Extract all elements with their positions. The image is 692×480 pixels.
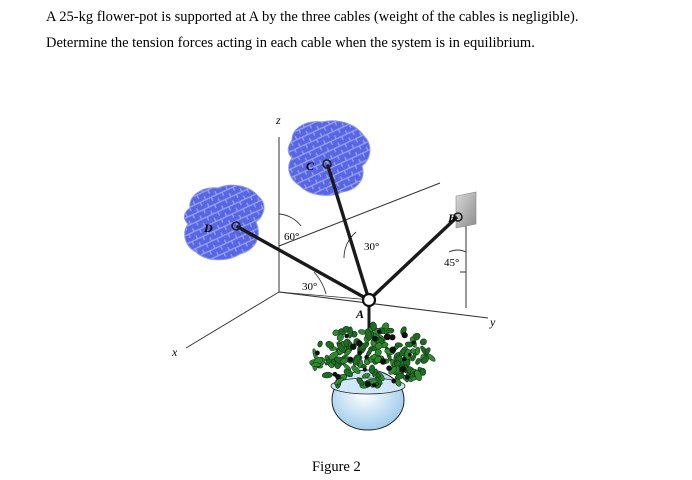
- leaf: [364, 328, 373, 341]
- leaf: [358, 359, 363, 369]
- flower: [411, 340, 416, 345]
- leaf: [395, 373, 405, 380]
- flower: [377, 329, 382, 334]
- flower: [350, 343, 357, 350]
- leaf: [332, 329, 340, 336]
- angle-arc-d: [278, 213, 302, 227]
- flower: [389, 334, 396, 341]
- angle-arc-b: [448, 249, 467, 253]
- axis-label-x: x: [171, 345, 178, 359]
- leaf: [374, 376, 383, 385]
- point-label-d: D: [203, 221, 213, 235]
- flower: [383, 333, 391, 341]
- wall-patch-d: [183, 184, 265, 261]
- problem-statement: A 25-kg flower-pot is supported at A by …: [46, 6, 686, 54]
- leaf: [369, 321, 377, 331]
- ring-a: [361, 292, 377, 308]
- x-axis: [185, 291, 280, 349]
- leaf: [414, 346, 421, 356]
- flower: [391, 378, 397, 384]
- leaf: [362, 373, 371, 379]
- leaf: [424, 347, 431, 355]
- anchor-d: [231, 221, 241, 231]
- leaf: [415, 358, 421, 365]
- leaf: [356, 377, 365, 386]
- flower: [364, 381, 371, 388]
- leaf: [404, 341, 413, 348]
- leaf: [393, 360, 402, 367]
- leaf: [343, 368, 353, 378]
- leaf: [368, 364, 376, 374]
- leaf: [317, 340, 323, 348]
- problem-line-2: Determine the tension forces acting in e…: [46, 35, 535, 51]
- anchor-c: [322, 159, 332, 169]
- leaf: [420, 338, 427, 346]
- top-guide-line: [278, 182, 441, 247]
- flower: [344, 333, 349, 339]
- flower: [357, 350, 362, 356]
- flower: [401, 332, 408, 339]
- leaf: [359, 341, 370, 351]
- leaf: [337, 342, 346, 354]
- leaf: [375, 342, 383, 350]
- flower: [404, 375, 410, 380]
- flower: [335, 373, 341, 380]
- problem-line-1: A 25-kg flower-pot is supported at A by …: [46, 9, 579, 25]
- leaf: [351, 365, 361, 374]
- angle-label-d: 60°: [284, 231, 299, 243]
- angle-label-c: 30°: [364, 241, 379, 253]
- figure-caption: Figure 2: [312, 459, 361, 475]
- leaf: [321, 371, 333, 379]
- angle-arc-c: [343, 231, 357, 259]
- flower: [372, 382, 377, 388]
- foliage: [309, 321, 436, 389]
- flower: [386, 365, 392, 372]
- flower: [362, 367, 367, 372]
- cable-ab: [367, 216, 458, 302]
- flower: [379, 358, 387, 365]
- leaf: [414, 369, 422, 381]
- flower: [399, 366, 407, 373]
- flower: [315, 350, 320, 356]
- axis-label-z: z: [275, 113, 281, 127]
- point-label-a: A: [355, 307, 364, 321]
- leaf: [310, 362, 322, 367]
- cable-ad: [236, 225, 371, 302]
- anchor-b: [453, 212, 463, 222]
- cable-ac: [326, 164, 371, 302]
- flower: [402, 356, 407, 362]
- flower: [364, 355, 369, 360]
- leaf: [394, 342, 403, 348]
- axis-label-y: y: [489, 315, 496, 329]
- point-label-c: C: [306, 159, 315, 173]
- flower: [389, 346, 397, 354]
- flower: [347, 356, 354, 363]
- angle-label-b: 45°: [444, 257, 459, 269]
- leaf: [374, 348, 382, 356]
- flower: [356, 340, 363, 347]
- leaf: [411, 352, 417, 362]
- projection-line-a: [278, 291, 373, 301]
- leaf: [325, 340, 335, 349]
- leaf: [336, 333, 344, 342]
- angle-arc-base: [313, 271, 327, 295]
- flower: [372, 335, 378, 342]
- point-label-b: B: [447, 211, 456, 225]
- leaf: [347, 326, 353, 339]
- flower: [407, 352, 412, 357]
- wall-patch-b: [455, 191, 477, 229]
- wall-patch-c: [287, 120, 371, 196]
- angle-label-base: 30°: [302, 281, 317, 293]
- leaf: [386, 327, 395, 334]
- y-axis: [278, 291, 489, 319]
